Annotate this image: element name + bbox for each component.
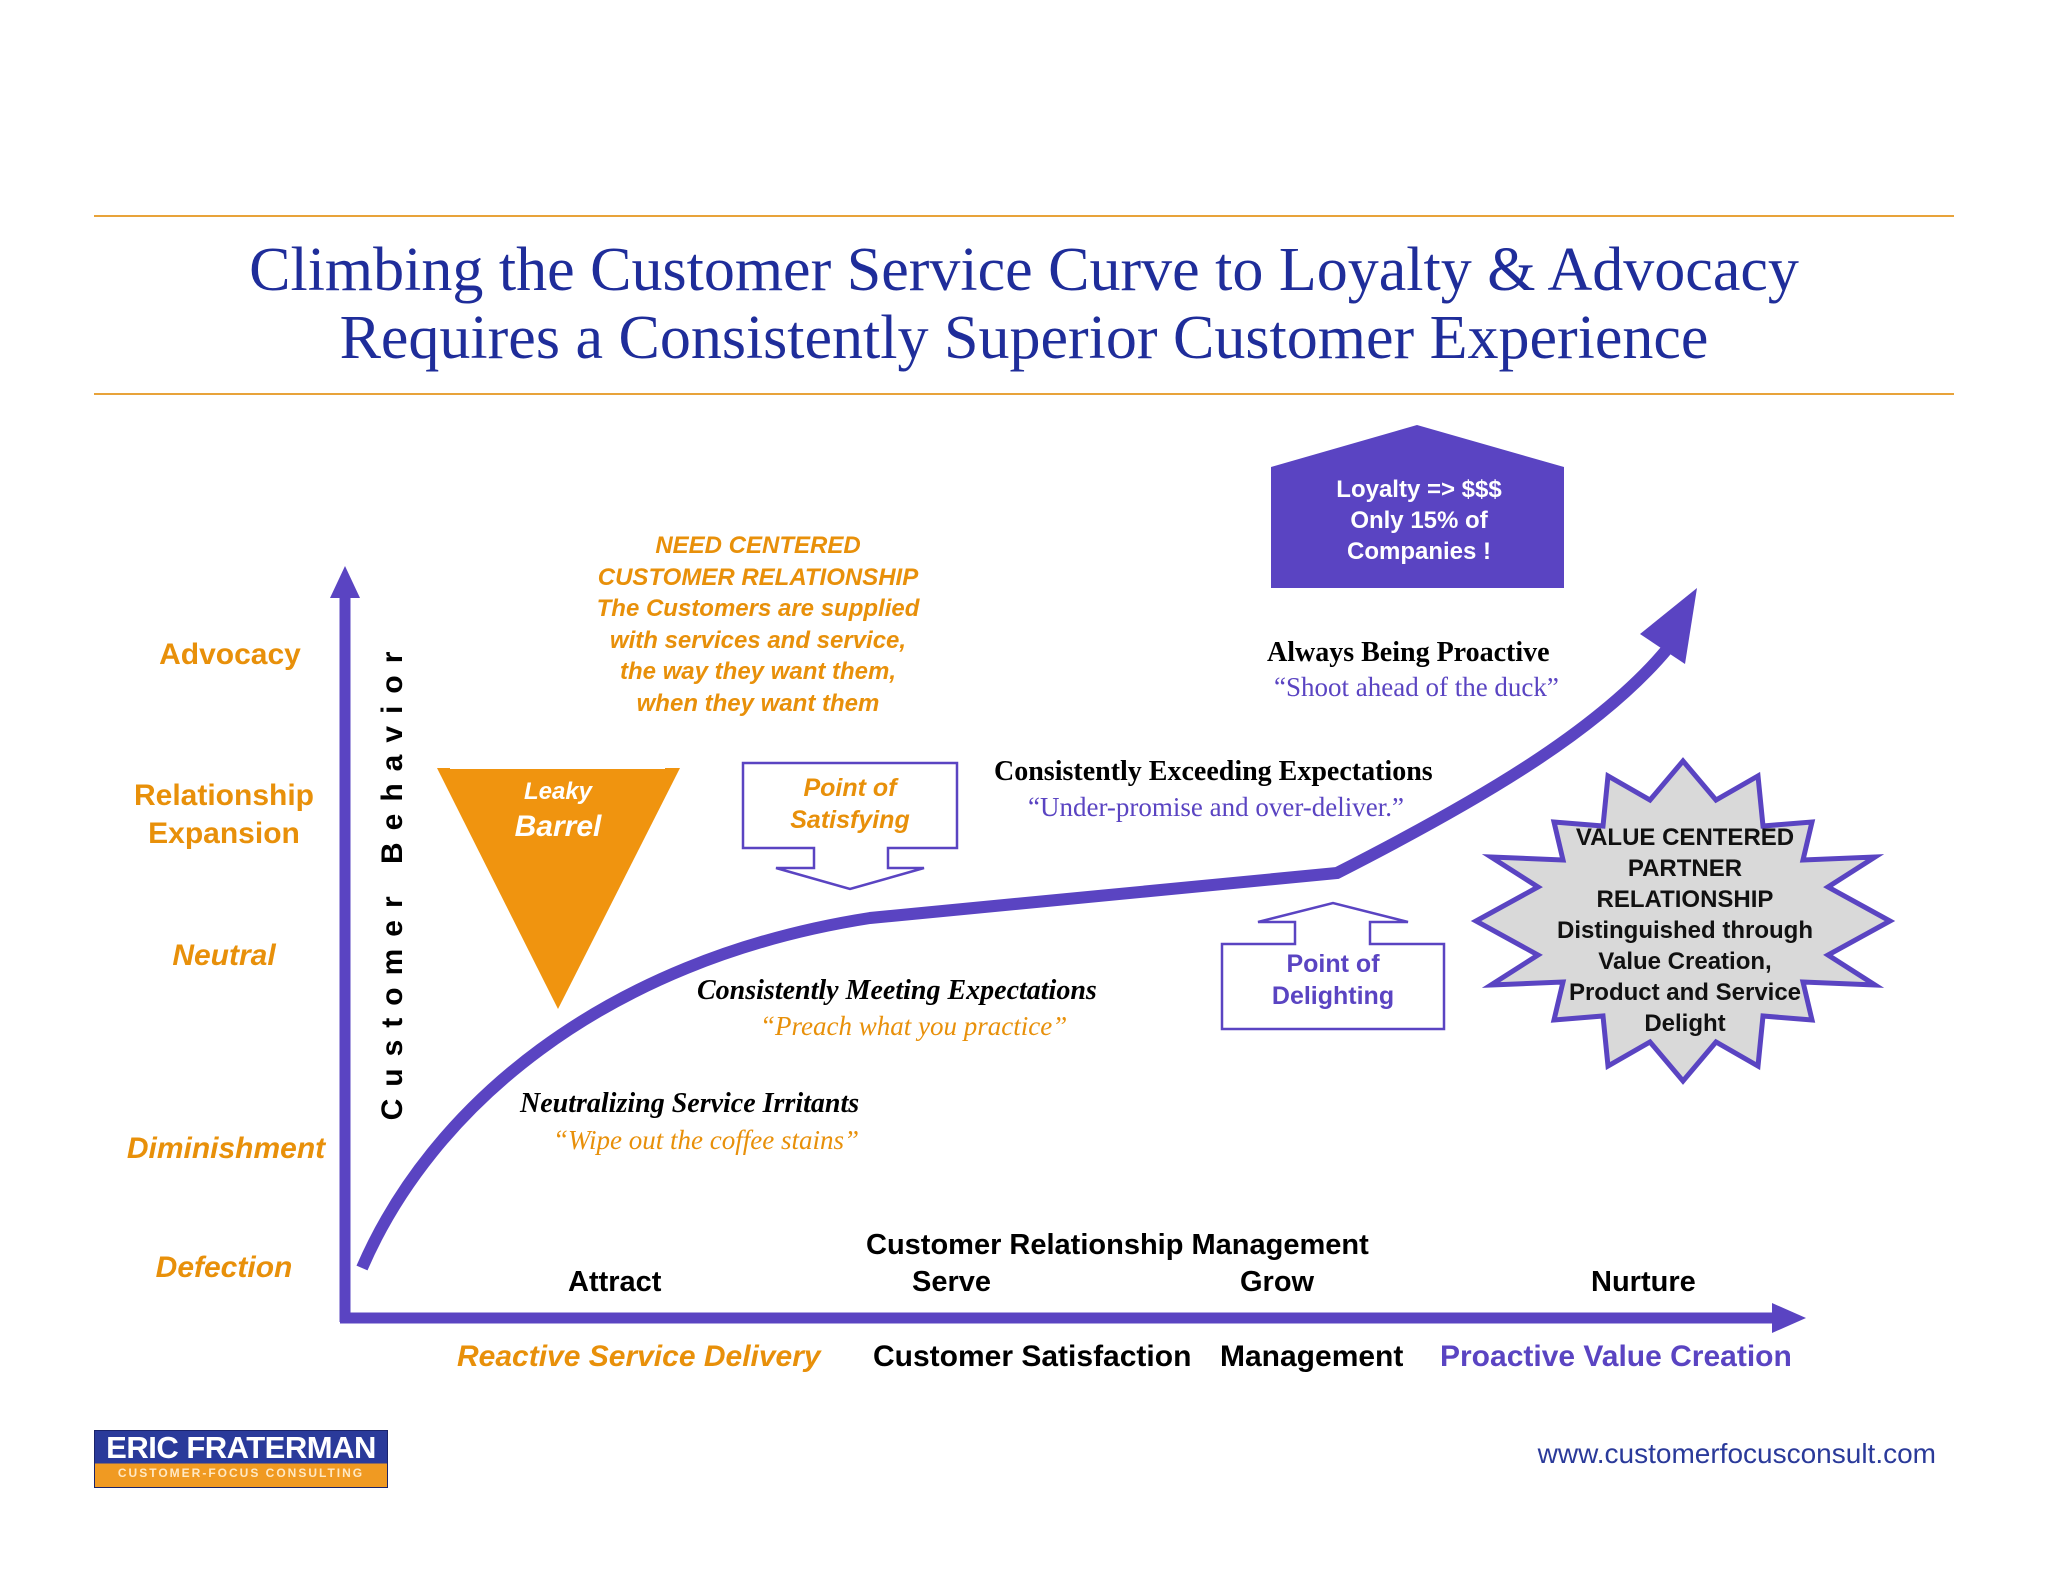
vertical-axis-arrowhead: [330, 566, 360, 598]
logo-name: ERIC FRATERMAN: [106, 1430, 376, 1465]
logo-subtitle: CUSTOMER-FOCUS CONSULTING: [117, 1466, 365, 1480]
leaky-barrel-line-2: Barrel: [514, 810, 602, 843]
need-centered-note: NEED CENTERED CUSTOMER RELATIONSHIP The …: [560, 530, 956, 719]
level-neutral: Neutral: [172, 939, 276, 972]
top-rule: [94, 215, 1954, 217]
customer-satisfaction: Customer Satisfaction: [873, 1340, 1192, 1373]
level-relationship-expansion: Relationship Expansion: [133, 779, 314, 850]
value-centered-line-2: PARTNER: [1627, 855, 1743, 882]
page-title: Climbing the Customer Service Curve to L…: [94, 236, 1954, 372]
stage-meeting-heading: Consistently Meeting Expectations: [697, 975, 1097, 1006]
value-centered-line-6: Product and Service: [1568, 979, 1802, 1006]
proactive-value-creation: Proactive Value Creation: [1440, 1340, 1792, 1373]
leaky-barrel-line-1: Leaky: [523, 778, 593, 805]
value-centered-line-7: Delight: [1644, 1010, 1726, 1037]
level-advocacy: Advocacy: [159, 638, 301, 671]
point-of-delighting-label: Point of Delighting: [1222, 948, 1444, 1012]
point-of-satisfying-shape: [741, 761, 959, 891]
level-diminishment: Diminishment: [126, 1132, 326, 1165]
need-centered-line-1: NEED CENTERED: [655, 532, 861, 559]
point-of-satisfying-label: Point of Satisfying: [743, 772, 957, 836]
need-centered-line-3: The Customers are supplied: [596, 595, 920, 622]
y-axis-label: Customer Behavior: [376, 639, 409, 1121]
point-of-delighting-line-1: Point of: [1286, 950, 1380, 978]
eric-fraterman-logo: ERIC FRATERMAN CUSTOMER-FOCUS CONSULTING: [94, 1430, 388, 1488]
title-bottom-rule: [94, 393, 1954, 395]
website-url[interactable]: www.customerfocusconsult.com: [1537, 1438, 1936, 1469]
point-of-delighting-line-2: Delighting: [1271, 982, 1395, 1010]
point-of-satisfying-line-1: Point of: [803, 774, 897, 802]
point-of-delighting-shape: [1220, 901, 1446, 1031]
stage-neutralizing-heading: Neutralizing Service Irritants: [520, 1088, 860, 1119]
service-curve: [356, 644, 1673, 1271]
value-centered-text: VALUE CENTERED PARTNER RELATIONSHIP Dist…: [1520, 822, 1850, 1039]
need-centered-line-2: CUSTOMER RELATIONSHIP: [597, 563, 919, 591]
loyalty-line-3: Companies !: [1346, 538, 1492, 565]
title-line-2: Requires a Consistently Superior Custome…: [339, 304, 1709, 372]
loyalty-line-1: Loyalty => $$$: [1336, 476, 1502, 503]
value-centered-line-1: VALUE CENTERED: [1575, 824, 1795, 851]
phase-attract: Attract: [568, 1266, 662, 1298]
service-curve-arrowhead: [1640, 588, 1697, 664]
need-centered-line-4: with services and service,: [609, 626, 907, 654]
value-centered-line-5: Value Creation,: [1598, 948, 1772, 975]
phase-serve: Serve: [912, 1266, 992, 1298]
stage-meeting-quote: “Preach what you practice”: [760, 1011, 1068, 1041]
management: Management: [1220, 1340, 1404, 1373]
stage-neutralizing-quote: “Wipe out the coffee stains”: [553, 1125, 859, 1155]
leaky-barrel-shape: [437, 768, 680, 1009]
value-centered-line-3: RELATIONSHIP: [1596, 886, 1774, 913]
stage-proactive-heading: Always Being Proactive: [1267, 637, 1550, 668]
horizontal-axis-arrowhead: [1772, 1303, 1806, 1333]
stage-proactive-quote: “Shoot ahead of the duck”: [1274, 672, 1559, 702]
value-centered-line-4: Distinguished through: [1557, 917, 1813, 944]
loyalty-line-2: Only 15% of: [1350, 507, 1488, 534]
phase-grow: Grow: [1240, 1266, 1315, 1298]
title-line-1: Climbing the Customer Service Curve to L…: [249, 236, 1799, 304]
need-centered-line-6: when they want them: [636, 689, 880, 717]
reactive-service-delivery: Reactive Service Delivery: [457, 1340, 821, 1373]
value-centered-starburst: [1470, 757, 1896, 1085]
crm-label: Customer Relationship Management: [866, 1229, 1369, 1261]
stage-exceeding-heading: Consistently Exceeding Expectations: [994, 756, 1433, 787]
need-centered-line-5: the way they want them,: [619, 658, 897, 685]
phase-nurture: Nurture: [1591, 1266, 1696, 1298]
level-defection: Defection: [155, 1251, 293, 1284]
point-of-satisfying-line-2: Satisfying: [790, 806, 910, 834]
loyalty-box-text: Loyalty => $$$ Only 15% of Companies !: [1272, 474, 1566, 567]
stage-exceeding-quote: “Under-promise and over-deliver.”: [1028, 792, 1405, 822]
loyalty-house-shape: [1271, 425, 1564, 588]
